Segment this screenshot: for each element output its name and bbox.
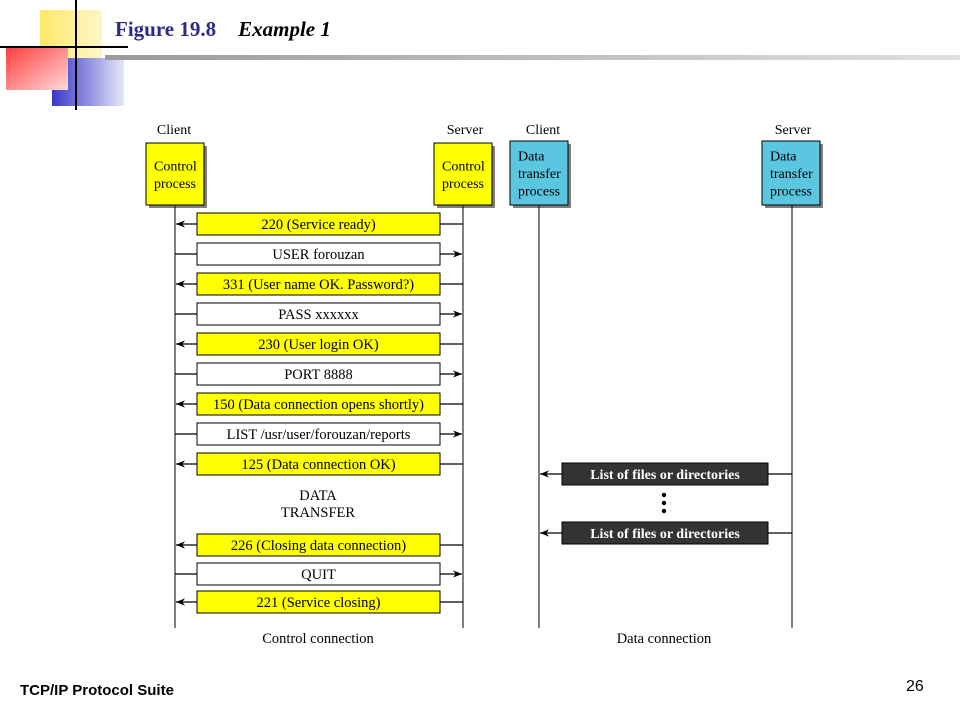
message-label: 221 (Service closing) [256, 595, 380, 611]
deco-red-square [6, 46, 68, 90]
control-connection-caption: Control connection [262, 631, 374, 647]
server-control-process-box-label-line: Control [442, 159, 485, 174]
message-label: 226 (Closing data connection) [231, 538, 406, 554]
message-box [196, 362, 441, 386]
server-control-process-box-label-line: process [442, 177, 484, 192]
ellipsis-dot [661, 508, 667, 514]
message-box [196, 562, 441, 586]
message-box [196, 332, 441, 356]
data-message-label: List of files or directories [590, 527, 740, 542]
message-box [196, 452, 441, 476]
left-server-heading: Server [447, 123, 484, 138]
message-box [196, 302, 441, 326]
slide-number: 26 [906, 678, 924, 695]
data-transfer-label-line: DATA [299, 488, 337, 504]
server-data-transfer-process-box-label-line: transfer [770, 167, 813, 182]
message-label: PORT 8888 [284, 367, 353, 383]
message-box [196, 422, 441, 446]
data-transfer-label-line: TRANSFER [281, 505, 355, 521]
message-box [196, 272, 441, 296]
message-box [196, 242, 441, 266]
data-message-label: List of files or directories [590, 468, 740, 483]
data-message-box [561, 521, 769, 545]
message-label: 150 (Data connection opens shortly) [213, 397, 424, 413]
left-client-heading: Client [157, 123, 191, 138]
message-label: 230 (User login OK) [258, 337, 379, 353]
corner-decoration [0, 0, 960, 110]
figure-caption: Example 1 [238, 17, 331, 41]
server-data-transfer-process-box-label-line: Data [770, 150, 797, 165]
ellipsis-dot [661, 492, 667, 498]
slide-title: Figure 19.8 Example 1 [115, 17, 331, 42]
client-data-transfer-process-box-label-line: transfer [518, 167, 561, 182]
server-data-transfer-process-box-label-line: process [770, 185, 812, 200]
message-label: 220 (Service ready) [261, 217, 376, 233]
message-label: QUIT [301, 567, 336, 583]
message-label: LIST /usr/user/forouzan/reports [227, 427, 411, 443]
client-control-process-box [145, 142, 205, 206]
message-label: 125 (Data connection OK) [241, 457, 395, 473]
message-label: USER forouzan [272, 247, 365, 263]
client-data-transfer-process-box-label-line: Data [518, 150, 545, 165]
client-control-process-box-label-line: process [154, 177, 196, 192]
data-connection-caption: Data connection [617, 631, 712, 647]
right-client-heading: Client [526, 123, 560, 138]
server-data-transfer-process-box [761, 140, 821, 206]
data-message-box [561, 462, 769, 486]
title-rule [105, 55, 960, 60]
message-label: PASS xxxxxx [278, 307, 359, 323]
server-control-process-box [433, 142, 493, 206]
message-label: 331 (User name OK. Password?) [223, 277, 414, 293]
message-box [196, 212, 441, 236]
footer-text: TCP/IP Protocol Suite [20, 682, 174, 699]
ellipsis-dot [661, 500, 667, 506]
client-data-transfer-process-box [509, 140, 569, 206]
message-box [196, 392, 441, 416]
client-control-process-box-label-line: Control [154, 159, 197, 174]
message-box [196, 533, 441, 557]
message-box [196, 590, 441, 614]
right-server-heading: Server [775, 123, 812, 138]
figure-number: Figure 19.8 [115, 17, 217, 41]
client-data-transfer-process-box-label-line: process [518, 185, 560, 200]
